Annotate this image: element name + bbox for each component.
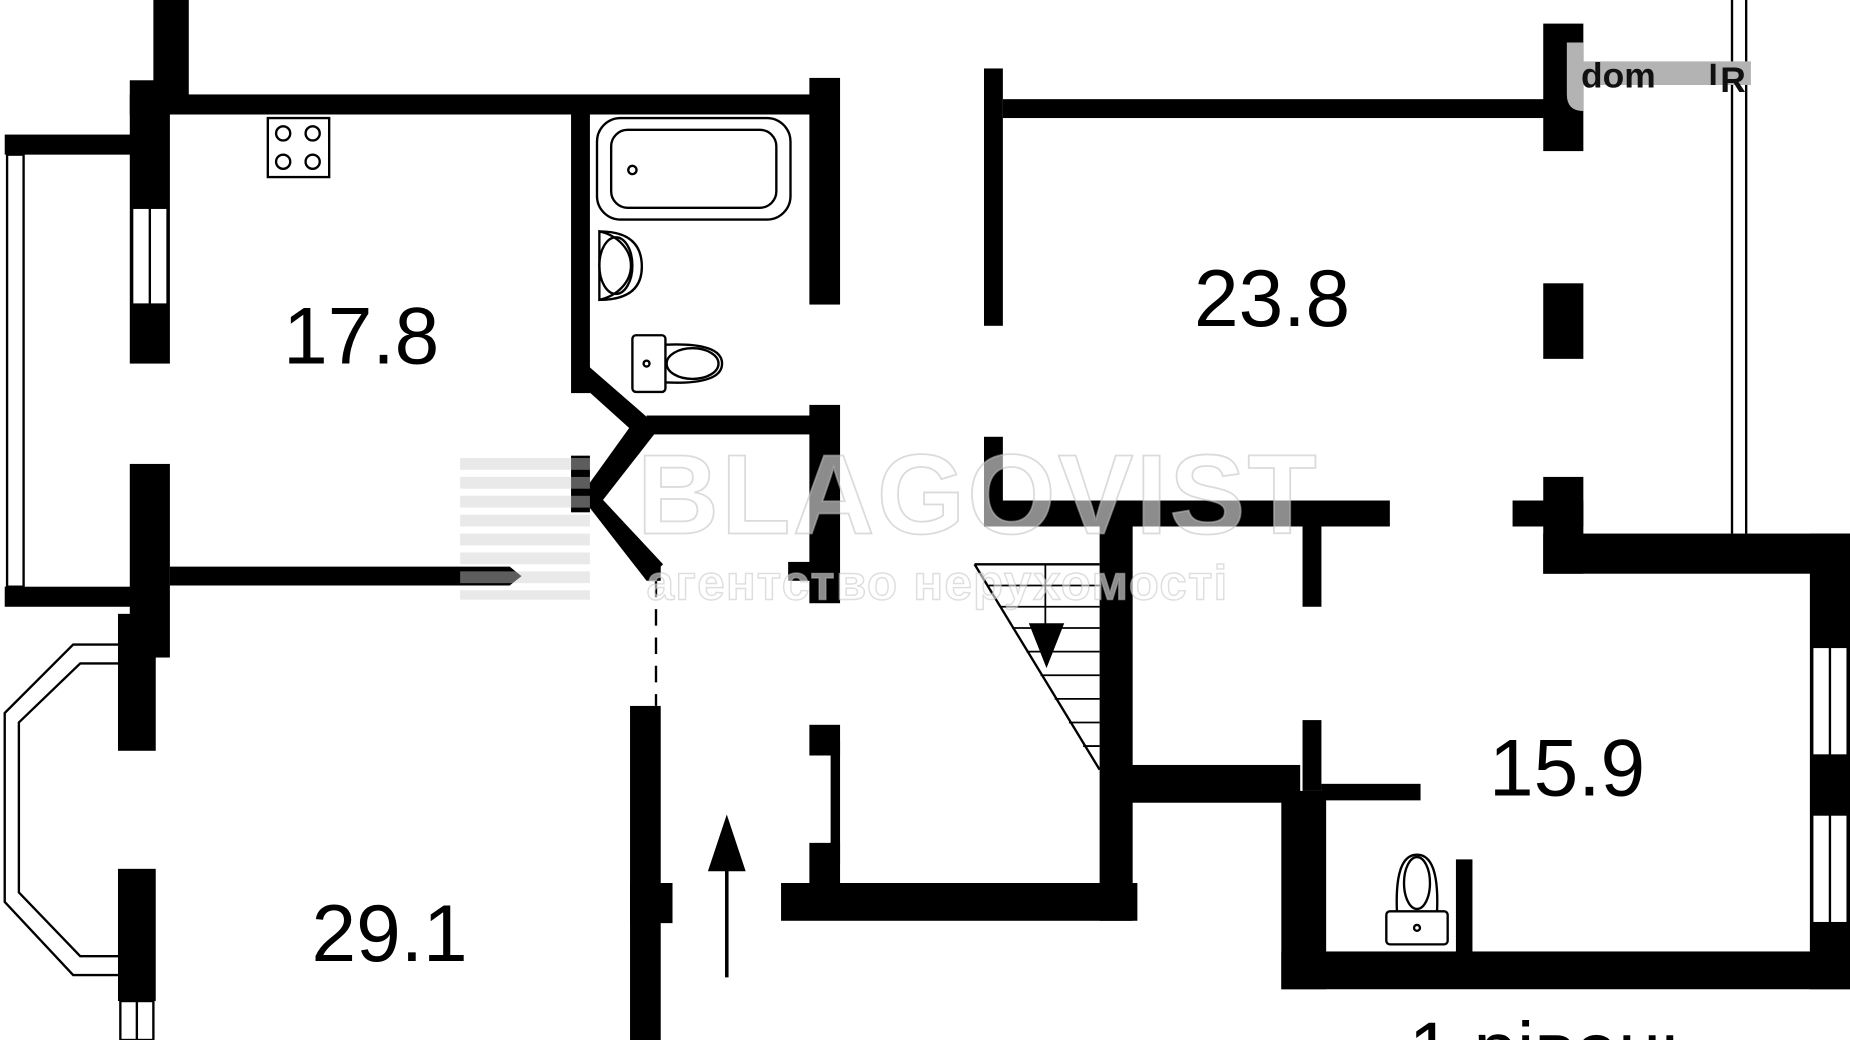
watermark: BLAGOVIST агентство нерухомості (460, 431, 1319, 611)
sink-icon (598, 229, 644, 302)
watermark-logo-icon (460, 458, 590, 600)
dom-logo: dom R (1566, 42, 1751, 111)
toilet-icon (1385, 853, 1449, 946)
staircase-icon (973, 563, 1101, 771)
stove-icon (266, 116, 331, 179)
watermark-brand: BLAGOVIST (637, 432, 1319, 559)
room-area-label: 17.8 (283, 292, 439, 382)
logo-suffix: R (1720, 60, 1746, 100)
room-area-label: 23.8 (1194, 254, 1350, 344)
level-label: 1 рівень (1409, 1006, 1702, 1040)
bathtub-icon (595, 116, 792, 221)
logo-text: dom (1581, 55, 1656, 95)
watermark-tagline: агентство нерухомості (647, 555, 1229, 611)
room-area-label: 29.1 (311, 889, 467, 979)
toilet-icon (631, 334, 724, 394)
windows (3, 0, 1849, 1040)
entrance-arrow-icon (707, 814, 746, 978)
room-area-label: 15.9 (1489, 724, 1645, 814)
